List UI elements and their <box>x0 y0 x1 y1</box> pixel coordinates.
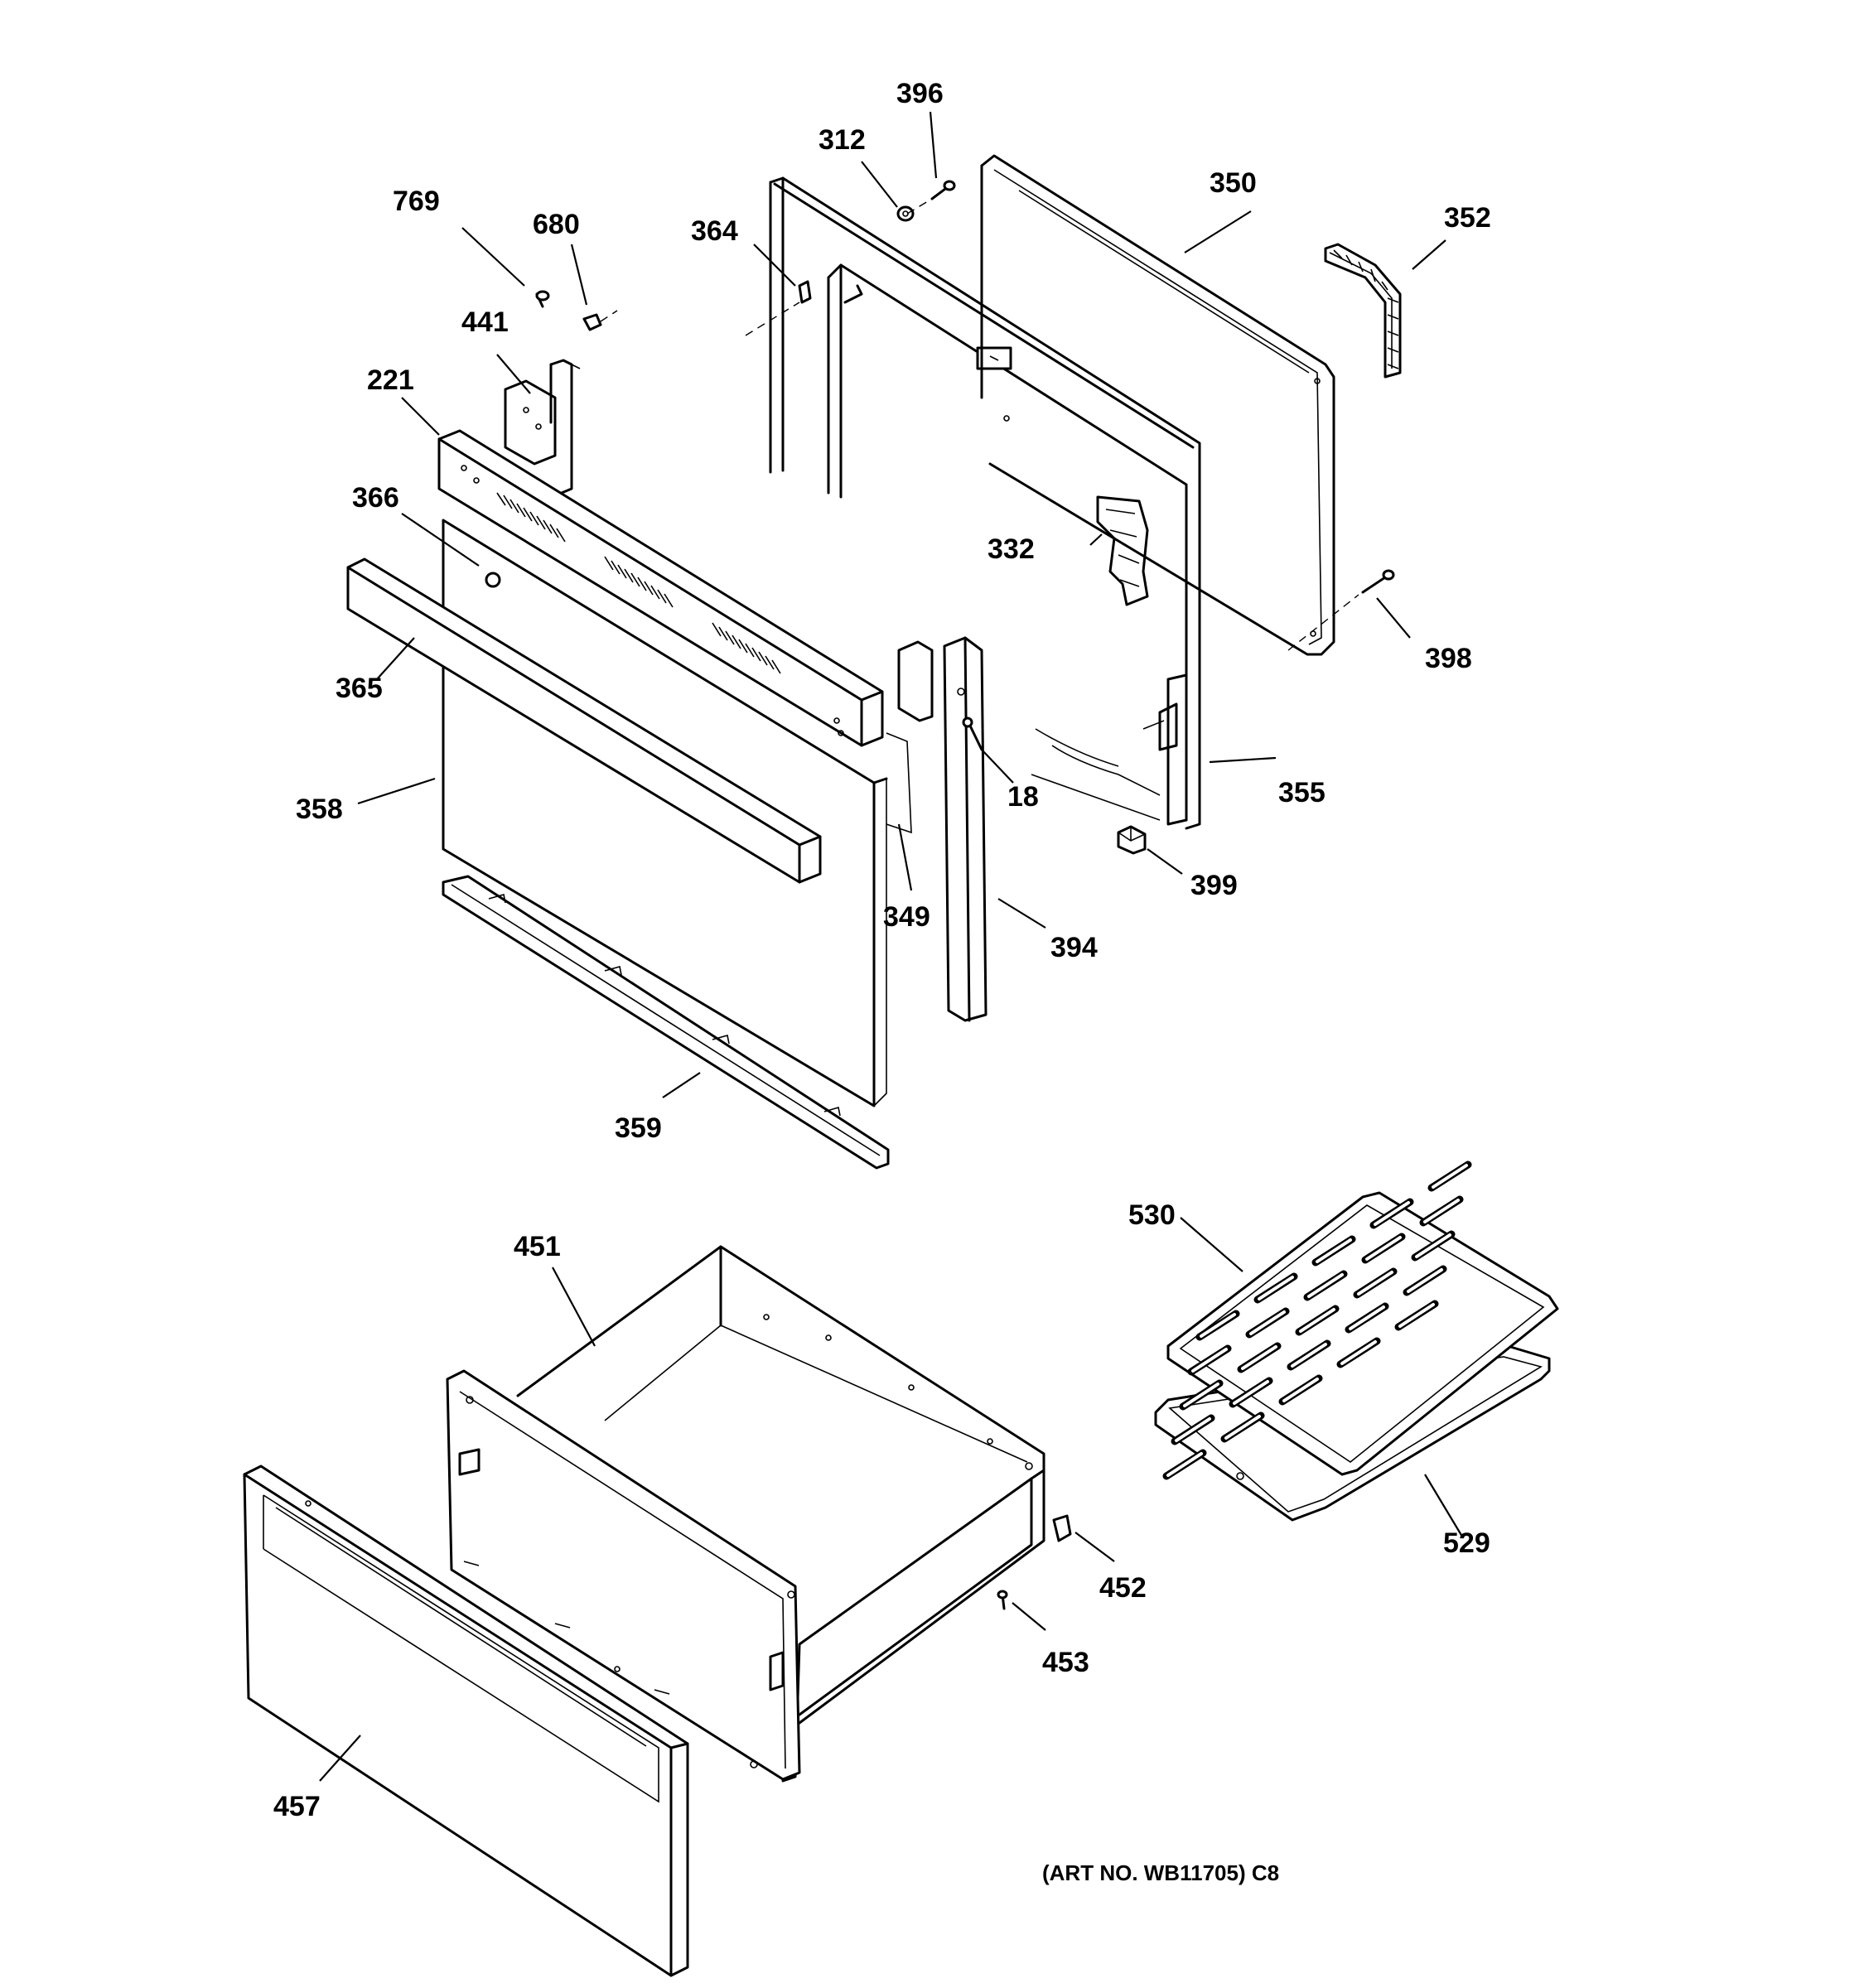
hinge-bracket-part <box>504 359 581 495</box>
grid-slot-inner <box>1423 1199 1460 1223</box>
door-gasket-part <box>1324 243 1402 379</box>
drawer-clip-452-part <box>1052 1514 1072 1542</box>
label-355: 355 <box>1278 777 1326 808</box>
screw-396-part <box>906 180 956 215</box>
grid-slot-inner <box>1316 1238 1352 1263</box>
door-bottom-trim-part <box>442 875 890 1170</box>
grid-slot-inner <box>1291 1343 1327 1368</box>
grid-slot-inner <box>1398 1303 1435 1328</box>
grid-slot-inner <box>1224 1415 1261 1440</box>
door-glass-panel-part <box>980 154 1335 656</box>
grid-slot-inner <box>1249 1310 1286 1335</box>
label-312: 312 <box>819 124 866 156</box>
label-359: 359 <box>615 1112 662 1144</box>
label-530: 530 <box>1128 1199 1176 1231</box>
label-350: 350 <box>1210 167 1257 199</box>
label-221: 221 <box>367 364 414 396</box>
label-358: 358 <box>296 794 343 825</box>
washer-312-part <box>896 205 915 222</box>
screw-680-part <box>582 310 618 331</box>
label-365: 365 <box>336 673 383 704</box>
part-labels: 396 312 364 769 680 441 221 366 365 358 … <box>273 78 1491 1885</box>
label-452: 452 <box>1099 1572 1147 1604</box>
door-insulation-part <box>1096 495 1149 606</box>
door-handle-part <box>346 557 822 884</box>
label-399: 399 <box>1190 870 1238 901</box>
vent-trim-part <box>437 429 884 747</box>
storage-drawer-part <box>446 1245 1045 1783</box>
drawer-screw-453-part <box>997 1590 1008 1610</box>
door-inner-frame-part <box>769 176 1201 830</box>
label-529: 529 <box>1443 1527 1490 1559</box>
grid-slot-inner <box>1407 1268 1443 1293</box>
label-457: 457 <box>273 1791 321 1822</box>
grid-slot-inner <box>1183 1382 1219 1407</box>
label-453: 453 <box>1042 1647 1089 1678</box>
grid-slot-inner <box>1365 1236 1402 1261</box>
door-outer-panel-part <box>442 519 888 1107</box>
label-769: 769 <box>393 186 440 217</box>
label-680: 680 <box>533 209 580 240</box>
grid-slot-inner <box>1200 1313 1236 1338</box>
grid-slot-inner <box>1241 1345 1277 1370</box>
label-451: 451 <box>514 1231 561 1262</box>
grid-slot-inner <box>1357 1271 1393 1296</box>
door-side-post-part <box>897 636 988 1022</box>
grid-slot-inner <box>1299 1308 1335 1333</box>
side-insulation-part <box>886 732 912 834</box>
screw-769-part <box>535 290 550 308</box>
clip-399-part <box>1117 825 1147 855</box>
grid-slot-inner <box>1432 1164 1468 1189</box>
broiler-grid-part <box>1162 1160 1559 1480</box>
grid-slot-inner <box>1233 1380 1269 1405</box>
label-352: 352 <box>1444 202 1491 234</box>
grid-slot-inner <box>1175 1417 1211 1442</box>
drawer-front-part <box>243 1464 689 1977</box>
label-396: 396 <box>896 78 944 109</box>
label-394: 394 <box>1050 932 1098 963</box>
grid-slot-inner <box>1340 1340 1377 1365</box>
grid-slot-inner <box>1307 1273 1344 1298</box>
grid-slot-inner <box>1191 1348 1228 1373</box>
label-364: 364 <box>691 215 738 247</box>
leader-lines <box>319 111 1463 1782</box>
door-upper-post-part <box>745 181 812 474</box>
label-349: 349 <box>883 901 930 933</box>
grid-slot-inner <box>1349 1305 1385 1330</box>
grid-slot-inner <box>1166 1452 1203 1477</box>
grid-slot-inner <box>1258 1276 1294 1300</box>
grid-slot-inner <box>1374 1201 1410 1226</box>
label-366: 366 <box>352 482 399 514</box>
label-18: 18 <box>1007 781 1039 813</box>
label-398: 398 <box>1425 643 1472 674</box>
label-441: 441 <box>461 306 509 338</box>
screw-398-part <box>1287 569 1395 651</box>
label-332: 332 <box>988 533 1035 565</box>
art-number-caption: (ART NO. WB11705) C8 <box>1042 1860 1279 1885</box>
grid-slot-inner <box>1415 1233 1451 1258</box>
grid-slot-inner <box>1282 1378 1319 1402</box>
